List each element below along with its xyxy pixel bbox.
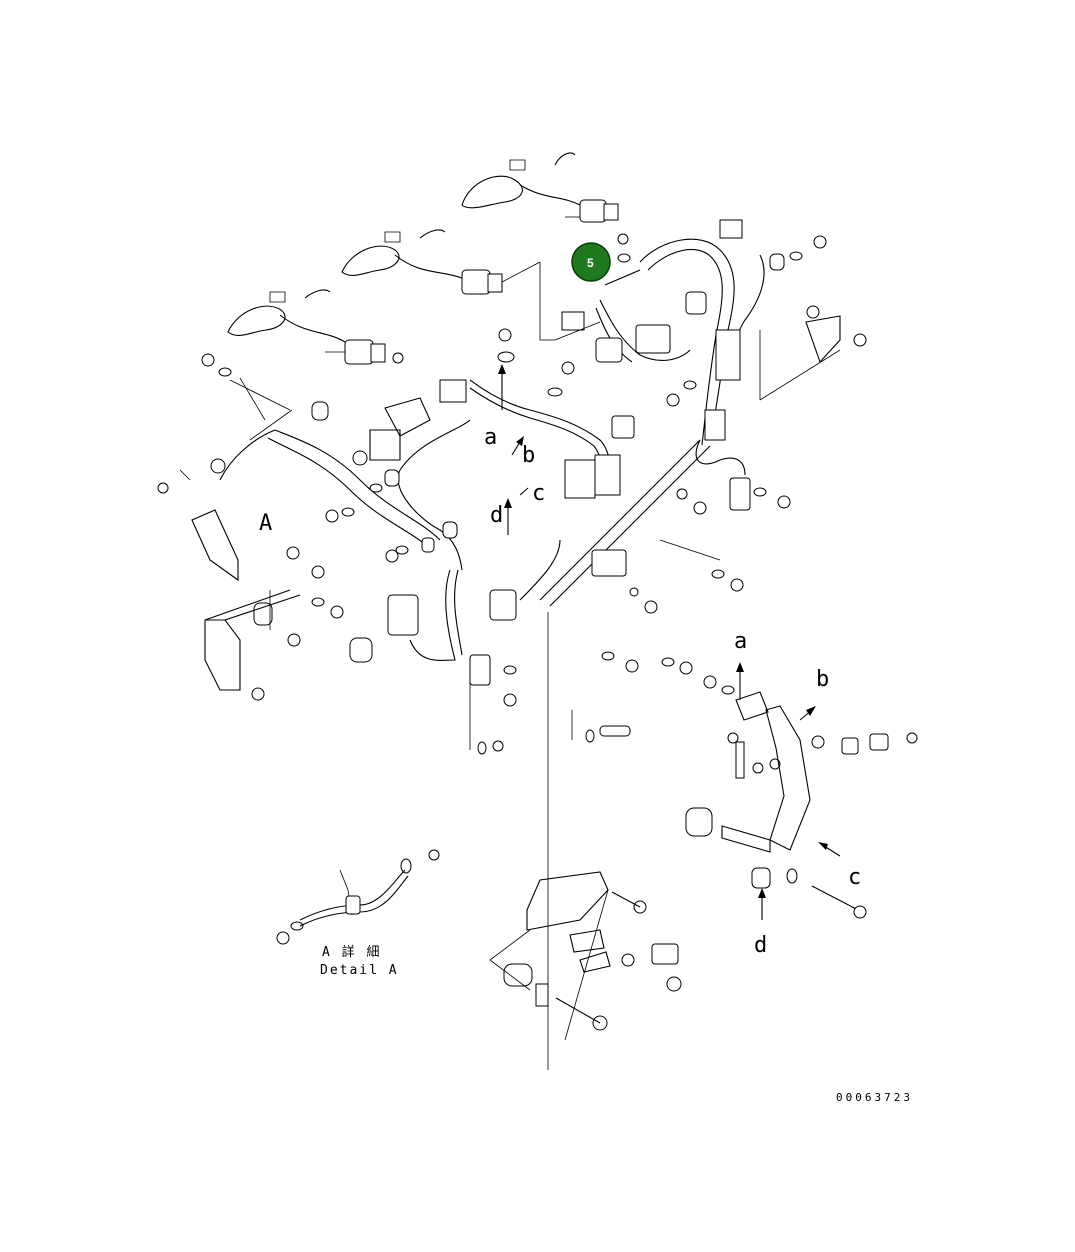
- sensor-assembly-lower: [227, 289, 404, 365]
- drawing-number: 00063723: [836, 1091, 913, 1104]
- leader-lines: [179, 321, 841, 1070]
- sensor-assembly-middle: [341, 229, 555, 341]
- ref-letter-b-upper: b: [522, 443, 535, 468]
- callout-number: 5: [587, 256, 594, 270]
- detail-label-jp: A 詳 細: [322, 944, 381, 960]
- ref-letter-d-lower: d: [754, 933, 767, 958]
- brackets: [191, 315, 841, 973]
- reference-arrows: [498, 364, 841, 920]
- fasteners: [157, 233, 918, 1031]
- ref-letter-b-lower: b: [816, 667, 829, 692]
- main-harness: [219, 219, 765, 686]
- detail-a-view: [299, 869, 409, 927]
- ref-letter-d-upper: d: [490, 503, 503, 528]
- ref-letter-a-upper: a: [484, 425, 497, 450]
- callout-circle[interactable]: [571, 242, 611, 282]
- detail-label-en: Detail A: [320, 963, 399, 978]
- ref-letter-a-lower: a: [734, 629, 747, 654]
- detail-marker-a: A: [259, 511, 272, 536]
- ref-letter-c-upper: c: [532, 481, 545, 506]
- ref-letter-c-lower: c: [848, 865, 861, 890]
- sensor-assembly-top: [461, 152, 619, 223]
- part-callout-5[interactable]: 5: [571, 242, 611, 282]
